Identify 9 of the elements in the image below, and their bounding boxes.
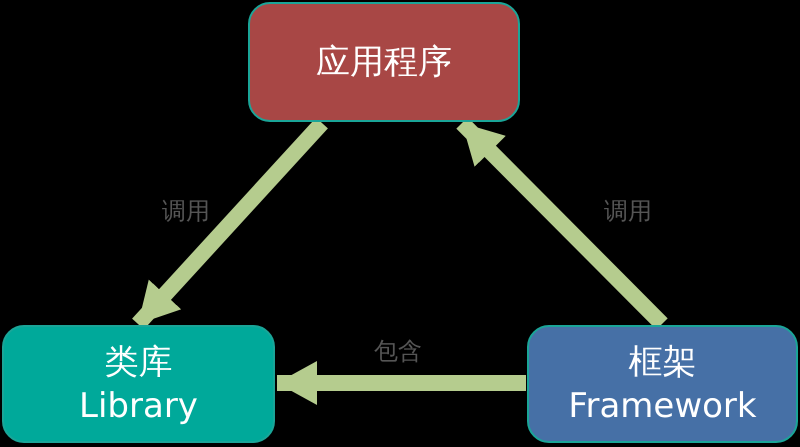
node-label: Library — [79, 385, 198, 428]
process-box — [2, 325, 275, 443]
process-box — [248, 2, 520, 122]
node-label: 框架 — [628, 340, 696, 384]
node-label: Framework — [568, 385, 757, 428]
node-label: 应用程序 — [316, 40, 452, 84]
process-box — [527, 325, 798, 443]
arrow — [277, 361, 526, 405]
node-label: 类库 — [104, 340, 172, 384]
